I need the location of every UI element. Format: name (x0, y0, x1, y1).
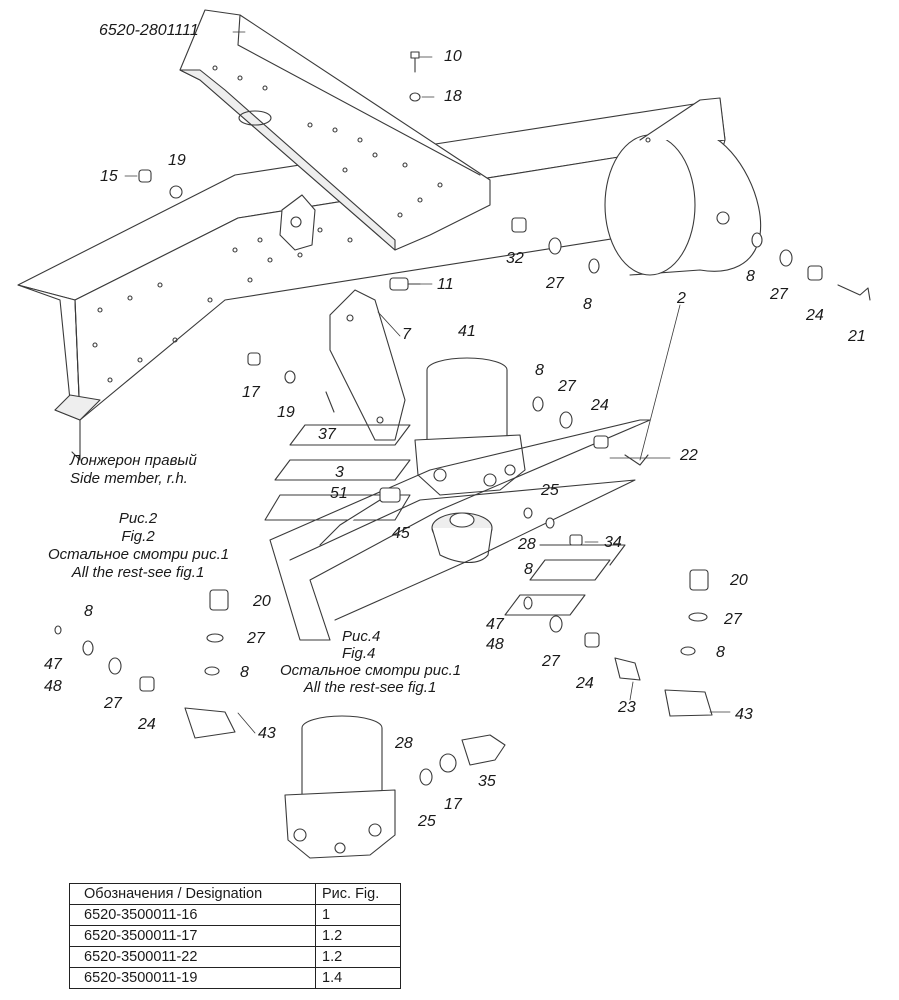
callout: 22 (680, 447, 698, 464)
fig2-note: Рис.2 Fig.2 Остальное смотри рис.1 All t… (48, 510, 230, 582)
bracket-7 (329, 289, 406, 441)
callout: 27 (724, 611, 742, 628)
fig4-rest-en: All the rest-see fig.1 (303, 679, 437, 696)
callout: 8 (583, 296, 592, 313)
fig2-en: Fig.2 (121, 528, 155, 545)
cross-member (179, 9, 491, 251)
fig4-note: Рис.4 Fig.4 Остальное смотри рис.1 All t… (280, 628, 462, 696)
callout: 19 (277, 404, 295, 421)
fig4-rest-ru: Остальное смотри рис.1 (280, 662, 462, 679)
callout: 48 (486, 636, 504, 653)
callout: 24 (591, 397, 609, 414)
callout: 8 (240, 664, 249, 681)
callout: 27 (558, 378, 576, 395)
fig-cell: 1 (315, 904, 401, 926)
callout: 32 (506, 250, 524, 267)
callout: 37 (318, 426, 336, 443)
table-header-row: Обозначения / Designation Рис. Fig. (69, 883, 401, 905)
table-row: 6520-3500011-17 1.2 (69, 925, 401, 947)
fig-cell: 1.4 (315, 967, 401, 989)
fig-cell: 1.2 (315, 946, 401, 968)
callout: 11 (437, 276, 454, 293)
callout: 51 (330, 485, 348, 502)
callout: 28 (518, 536, 536, 553)
callout: 48 (44, 678, 62, 695)
designation-cell: 6520-3500011-17 (69, 925, 316, 947)
callout: 25 (541, 482, 559, 499)
callout: 7 (402, 326, 411, 343)
callout: 8 (535, 362, 544, 379)
callout: 27 (770, 286, 788, 303)
callout: 24 (138, 716, 156, 733)
callout: 34 (604, 534, 622, 551)
air-tank (604, 97, 762, 276)
callout: 25 (418, 813, 436, 830)
designation-cell: 6520-3500011-22 (69, 946, 316, 968)
callout: 21 (848, 328, 866, 345)
callout: 35 (478, 773, 496, 790)
callout: 24 (576, 675, 594, 692)
table-row: 6520-3500011-16 1 (69, 904, 401, 926)
callout: 20 (253, 593, 271, 610)
fig2-ru: Рис.2 (118, 510, 158, 527)
small-parts (54, 51, 871, 786)
callout: 43 (258, 725, 276, 742)
side-member-caption-ru: Лонжерон правый (70, 452, 197, 469)
callout: 20 (730, 572, 748, 589)
frame-part-number: 6520-2801111 (99, 22, 199, 39)
table-row: 6520-3500011-19 1.4 (69, 967, 401, 989)
callout: 3 (335, 464, 344, 481)
fig2-rest-ru: Остальное смотри рис.1 (48, 546, 230, 563)
rail-holes (92, 227, 353, 383)
fig4-en: Fig.4 (342, 645, 376, 662)
designation-table: Обозначения / Designation Рис. Fig. 6520… (69, 883, 401, 989)
callout: 18 (444, 88, 462, 105)
side-member-caption: Лонжерон правый Side member, r.h. (70, 452, 197, 488)
callout: 27 (546, 275, 564, 292)
column-header-designation: Обозначения / Designation (69, 883, 316, 905)
fig4-ru: Рис.4 (342, 628, 381, 645)
callout: 24 (806, 307, 824, 324)
callout: 47 (44, 656, 62, 673)
callout: 8 (524, 561, 533, 578)
callout: 15 (100, 168, 118, 185)
column-header-fig: Рис. Fig. (315, 883, 401, 905)
air-dryer-upper (414, 357, 526, 564)
callout: 27 (542, 653, 560, 670)
fig-cell: 1.2 (315, 925, 401, 947)
callout: 8 (746, 268, 755, 285)
callout: 19 (168, 152, 186, 169)
callout: 8 (716, 644, 725, 661)
callout: 8 (84, 603, 93, 620)
callout-frames (264, 419, 651, 641)
callout: 2 (677, 290, 686, 307)
callout: 28 (395, 735, 413, 752)
air-dryer-lower (284, 715, 396, 859)
callout: 47 (486, 616, 504, 633)
callout: 41 (458, 323, 476, 340)
side-member-caption-en: Side member, r.h. (70, 470, 188, 487)
callout: 27 (104, 695, 122, 712)
callout: 27 (247, 630, 265, 647)
designation-cell: 6520-3500011-16 (69, 904, 316, 926)
callout: 17 (242, 384, 260, 401)
leader-lines (124, 31, 731, 734)
fig2-rest-en: All the rest-see fig.1 (71, 564, 205, 581)
callout: 45 (392, 525, 410, 542)
callout: 43 (735, 706, 753, 723)
table-row: 6520-3500011-22 1.2 (69, 946, 401, 968)
callout: 23 (618, 699, 636, 716)
designation-cell: 6520-3500011-19 (69, 967, 316, 989)
callout: 10 (444, 48, 462, 65)
callout: 17 (444, 796, 462, 813)
